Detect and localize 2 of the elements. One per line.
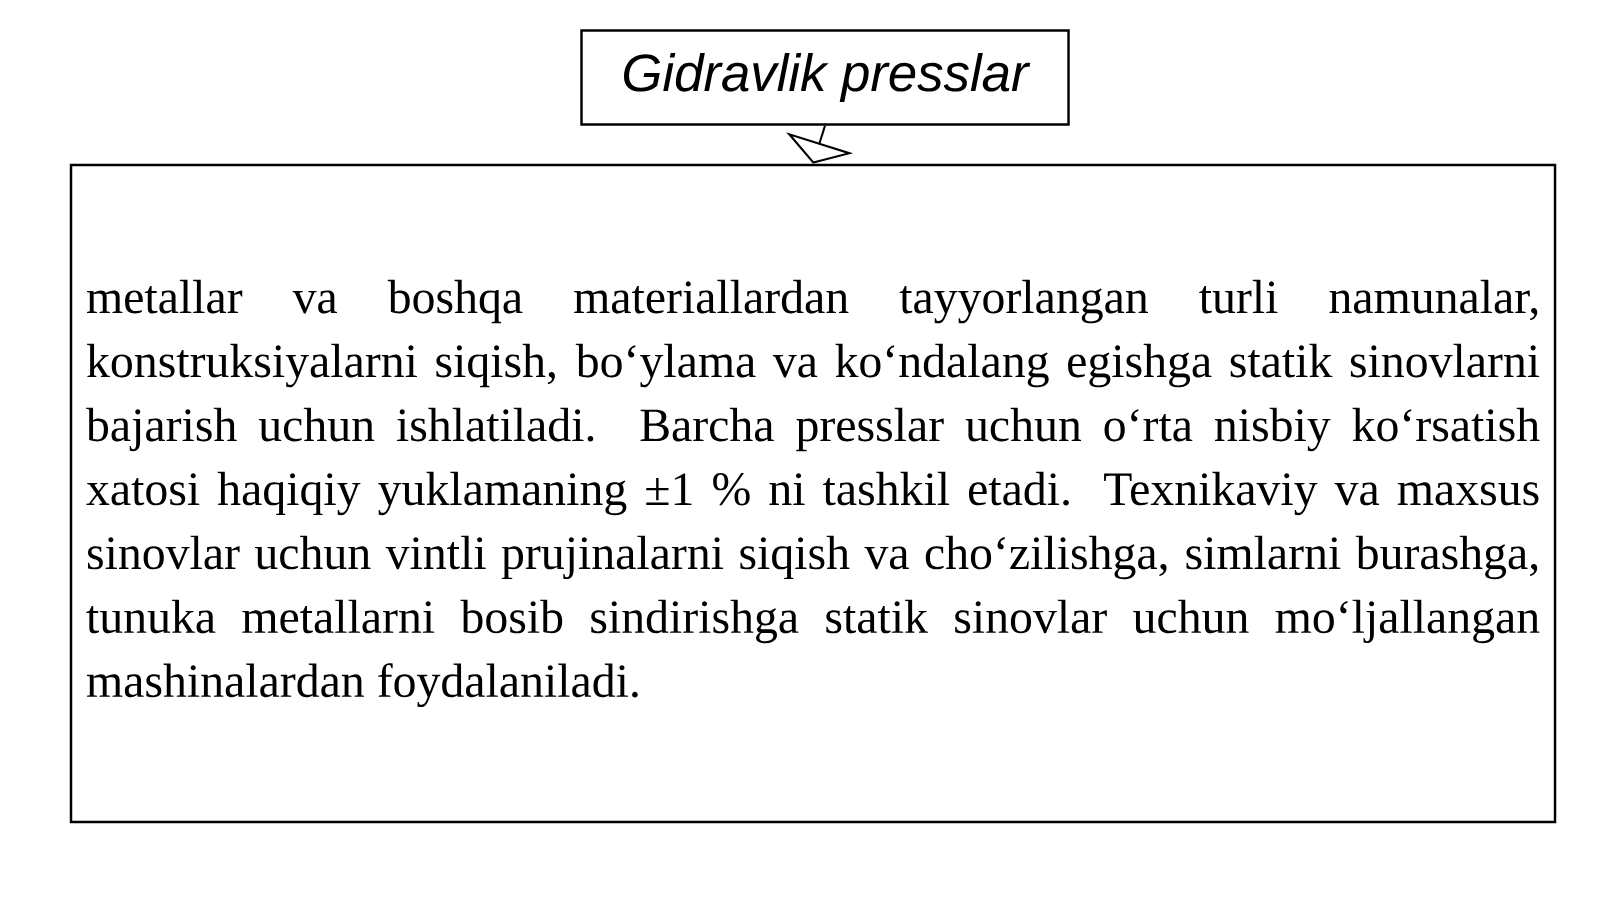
text-box: metallar va boshqa materiallardan tayyorlangan turli namunalar, konstruksiyalarni siqish, bo‘ylama va ko‘ndalang egishga statik sinovlarni bajarish uchun ishlatiladi. Barcha presslar uchun o‘rta nisbiy ko‘rsatish xatosi haqiqiy yuklamaning ±1 % ni tashkil etadi. Texnikaviy va maxsus sinovlar uchun vintli prujinalarni siqish va cho‘zilishga, simlarni burashga, tunuka metallarni bosib sindirishga statik sinovlar uchun mo‘ljallangan mashinalardan foydalaniladi. [69,163,1557,824]
title-box: Gidravlik presslar [580,29,1070,126]
